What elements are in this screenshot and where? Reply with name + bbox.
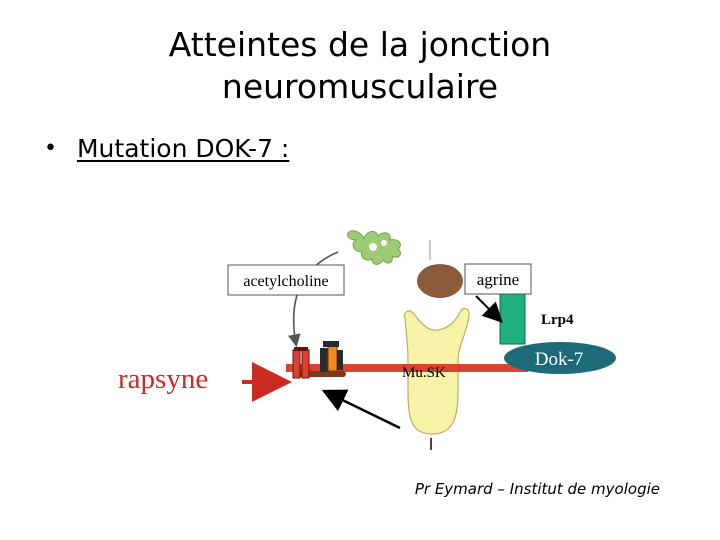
postsynaptic-membrane [286,364,528,372]
feedback-arrow [321,389,401,430]
agrine-ball [417,264,463,298]
rapsyne-cluster [320,341,343,372]
acetylcholine-box [227,264,345,296]
slide-title-line-2: neuromusculaire [221,67,499,106]
dok7-label: Dok-7 [535,349,584,370]
bullet-item: • Mutation DOK-7 : [44,134,289,163]
nerve-terminal [347,230,401,265]
bullet-text: Mutation DOK-7 : [76,134,290,163]
lrp4-label: Lrp4 [541,312,574,328]
musk-label: Mu.SK [402,365,446,381]
rapsyne-label: rapsyne [118,363,208,395]
acetylcholine-label: acetylcholine [243,273,328,290]
lrp4-block [499,293,526,345]
agrine-label: agrine [477,270,519,289]
credit-text: Pr Eymard – Institut de myologie [414,480,660,498]
agrine-to-lrp4-arrow [475,295,503,323]
agrine-box [464,263,532,295]
bullet-dot-icon: • [44,136,57,161]
slide-title: Atteintes de la jonction neuromusculaire [0,24,720,108]
ach-receptor [292,347,310,379]
slide-title-line-1: Atteintes de la jonction [168,25,552,64]
dok7-ellipse [504,342,616,374]
